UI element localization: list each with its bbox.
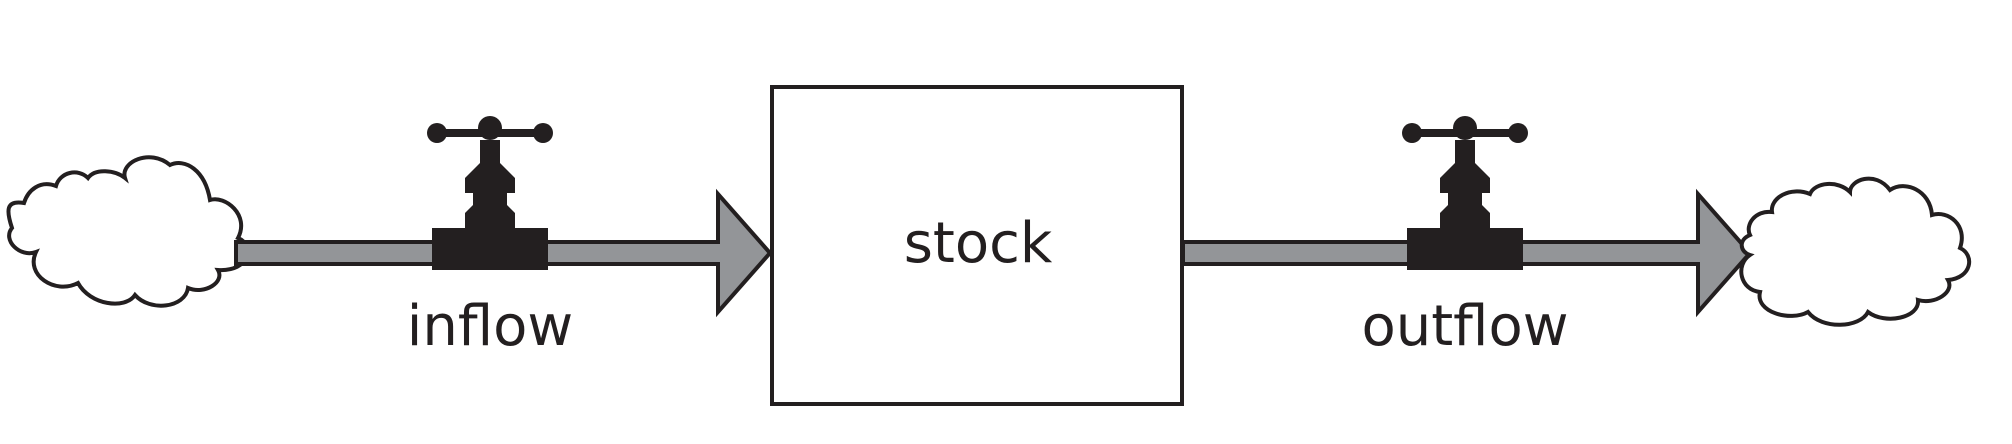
- inflow-label: inflow: [407, 294, 573, 359]
- stock-label: stock: [904, 211, 1053, 276]
- inflow-valve-icon: [427, 116, 553, 270]
- outflow-valve-icon: [1402, 116, 1528, 270]
- sink-cloud-icon: [1739, 176, 1972, 327]
- source-cloud-icon: [6, 155, 250, 308]
- outflow-label: outflow: [1361, 294, 1568, 359]
